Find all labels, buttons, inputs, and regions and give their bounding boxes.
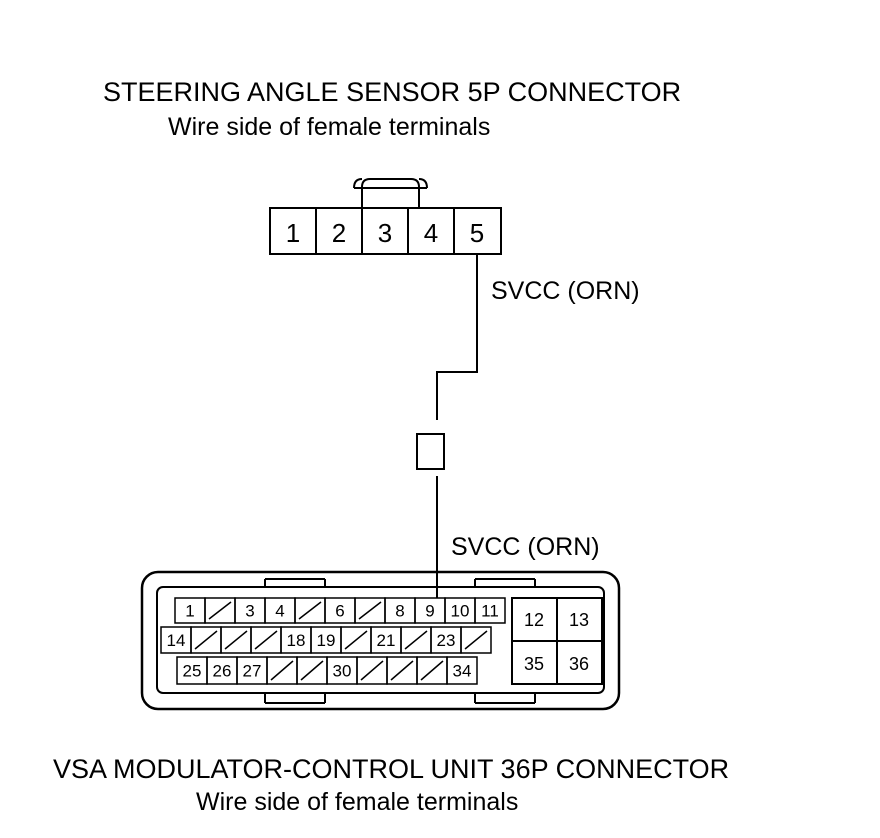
- unit-pin-cell: [460, 626, 492, 654]
- unit-pin-cell: [446, 656, 478, 685]
- wire-label-top: SVCC (ORN): [491, 277, 640, 305]
- unit-pin-label: 14: [167, 631, 186, 650]
- unit-pin-label: 3: [245, 602, 254, 621]
- unit-pin-label: 30: [333, 662, 352, 681]
- unit-connector-title: VSA MODULATOR-CONTROL UNIT 36P CONNECTOR: [53, 754, 730, 784]
- unused-pin-slash: [300, 660, 324, 681]
- unused-pin-slash: [358, 601, 382, 620]
- unused-pin-slash: [464, 630, 488, 650]
- sensor-connector-body: [269, 207, 502, 255]
- sensor-pin-labels: 1 2 3 4 5: [286, 218, 484, 248]
- unit-pin-cell: [474, 597, 506, 624]
- unit-pin-label: 1: [185, 602, 194, 621]
- sensor-pin: 5: [470, 218, 484, 248]
- unit-connector-subtitle: Wire side of female terminals: [196, 788, 519, 816]
- unit-pin-block: 12: [524, 610, 544, 630]
- unit-pin-label: 11: [481, 602, 499, 621]
- unused-pin-slash: [298, 601, 322, 620]
- unused-pin-slash: [360, 660, 384, 681]
- unit-pin-label: 19: [317, 631, 336, 650]
- unused-pin-slash: [404, 630, 428, 650]
- unit-pin-label: 18: [287, 631, 306, 650]
- unit-pin-label: 21: [377, 631, 396, 650]
- unit-pin-block: 13: [569, 610, 589, 630]
- unit-pin-label: 6: [335, 602, 344, 621]
- sensor-pin: 2: [332, 218, 346, 248]
- unit-pin-block: 36: [569, 654, 589, 674]
- unused-pin-slash: [420, 660, 444, 681]
- unit-pin-label: 34: [453, 662, 472, 681]
- sensor-connector-latch: [361, 178, 420, 208]
- unit-pin-label: 23: [437, 631, 456, 650]
- unit-connector-inner: [156, 586, 605, 694]
- unit-pin-label: 8: [395, 602, 404, 621]
- unit-pin-label: 4: [275, 602, 284, 621]
- unit-pin-label: 10: [451, 602, 470, 621]
- wire-label-bottom: SVCC (ORN): [451, 533, 600, 561]
- unused-pin-slash: [224, 630, 248, 650]
- unit-pin-label: 25: [183, 662, 202, 681]
- unused-pin-slash: [390, 660, 414, 681]
- unit-pin-label: 27: [243, 662, 262, 681]
- unused-pin-slash: [254, 630, 278, 650]
- unused-pin-slash: [194, 630, 218, 650]
- unit-connector-outer: [140, 570, 621, 711]
- unit-pin-block: 35: [524, 654, 544, 674]
- unit-pin-label: 9: [425, 602, 434, 621]
- sensor-pin: 4: [424, 218, 438, 248]
- sensor-connector-subtitle: Wire side of female terminals: [168, 113, 491, 141]
- unit-pin-label: 26: [213, 662, 232, 681]
- unused-pin-slash: [270, 660, 294, 681]
- unused-pin-slash: [344, 630, 368, 650]
- sensor-pin: 1: [286, 218, 300, 248]
- svcc-wire-upper: [436, 254, 478, 420]
- unused-pin-slash: [208, 601, 232, 620]
- sensor-pin: 3: [378, 218, 392, 248]
- sensor-connector-title: STEERING ANGLE SENSOR 5P CONNECTOR: [103, 77, 682, 107]
- junction-connector: [416, 433, 445, 470]
